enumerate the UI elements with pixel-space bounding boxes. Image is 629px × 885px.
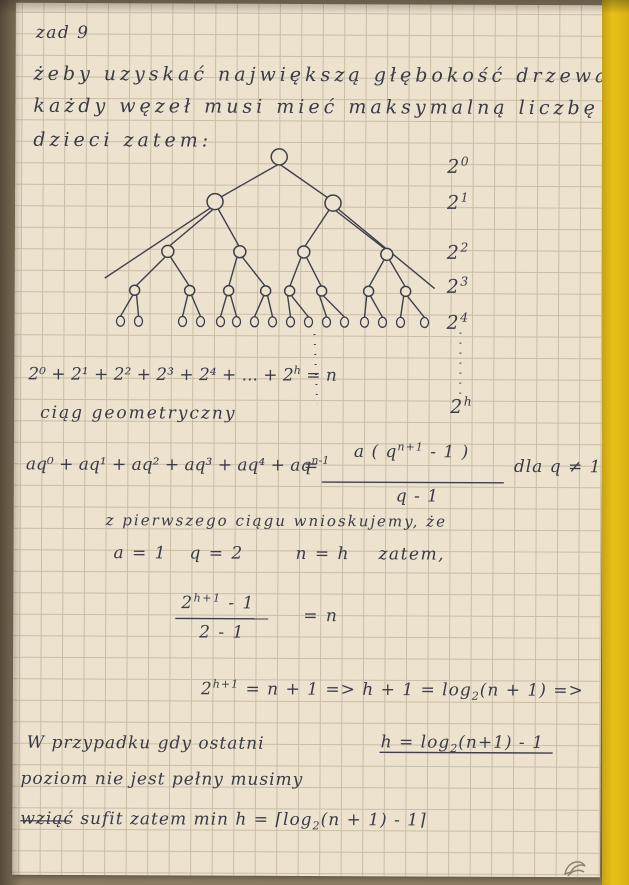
task-label: zad 9 bbox=[35, 22, 90, 44]
level-power-h: 2h bbox=[450, 394, 474, 419]
intro-line-3: dzieci zatem: bbox=[33, 128, 213, 152]
fraction-numerator: 2h+1 - 1 bbox=[181, 591, 255, 614]
equals-sign: = bbox=[303, 455, 320, 477]
series-label: ciąg geometryczny bbox=[40, 402, 237, 424]
level-power-1: 21 bbox=[446, 190, 471, 214]
intro-line-2: każdy węzeł musi mieć maksymalną liczbę bbox=[33, 94, 599, 120]
tree-node bbox=[233, 244, 247, 259]
tree-node bbox=[399, 285, 412, 298]
geometric-sum-denominator: q - 1 bbox=[395, 486, 440, 507]
tree-node bbox=[380, 247, 394, 262]
fraction-denominator: 2 - 1 bbox=[199, 622, 245, 643]
tree-node bbox=[362, 285, 375, 298]
geometric-sum-lhs: aq⁰ + aq¹ + aq² + aq³ + aq⁴ + aqn-1 bbox=[25, 454, 330, 476]
fraction-rhs: = n bbox=[303, 605, 339, 627]
tree-node bbox=[183, 284, 196, 297]
level-power-3: 23 bbox=[446, 274, 470, 298]
level-power-4: 24 bbox=[446, 310, 470, 334]
level-power-0: 20 bbox=[447, 154, 471, 178]
conclusion-line-3: wziąć sufit zatem min h = ⌈log2(n + 1) -… bbox=[20, 808, 427, 833]
param-n: n = h bbox=[295, 543, 350, 565]
boxed-result: h = log2(n+1) - 1 bbox=[380, 732, 544, 756]
tree-node bbox=[206, 192, 224, 211]
sum-equation: 2⁰ + 2¹ + 2² + 2³ + 2⁴ + ... + 2h = n bbox=[28, 363, 337, 386]
conclusion-line-1: W przypadku gdy ostatni bbox=[26, 732, 265, 754]
tree-node-root bbox=[270, 148, 288, 166]
geometric-condition: dla q ≠ 1 bbox=[513, 456, 602, 478]
param-q: q = 2 bbox=[189, 543, 244, 564]
derivation-line-1: z pierwszego ciągu wnioskujemy, że bbox=[105, 511, 448, 531]
notebook-page: zad 9 żeby uzyskać największą głębokość … bbox=[12, 2, 610, 878]
param-a: a = 1 bbox=[113, 543, 168, 564]
geometric-sum-numerator: a ( qn+1 - 1 ) bbox=[353, 440, 470, 463]
tree-node bbox=[222, 284, 235, 297]
tree-node bbox=[324, 194, 342, 212]
intro-line-1: żeby uzyskać największą głębokość drzewa bbox=[33, 62, 611, 88]
tree-node bbox=[128, 284, 141, 296]
tree-node bbox=[259, 285, 272, 297]
tree-node bbox=[161, 244, 175, 259]
tree-node bbox=[315, 285, 328, 297]
level-power-2: 22 bbox=[446, 240, 470, 264]
yellow-notebook-tab bbox=[602, 0, 629, 885]
notebook-logo-icon bbox=[564, 861, 586, 877]
tree-node bbox=[283, 285, 296, 297]
derivation-therefore: zatem, bbox=[378, 544, 446, 565]
log-derivation: 2h+1 = n + 1 => h + 1 = log2(n + 1) => bbox=[200, 677, 584, 703]
conclusion-line-2: poziom nie jest pełny musimy bbox=[20, 768, 304, 790]
tree-node bbox=[297, 245, 311, 259]
